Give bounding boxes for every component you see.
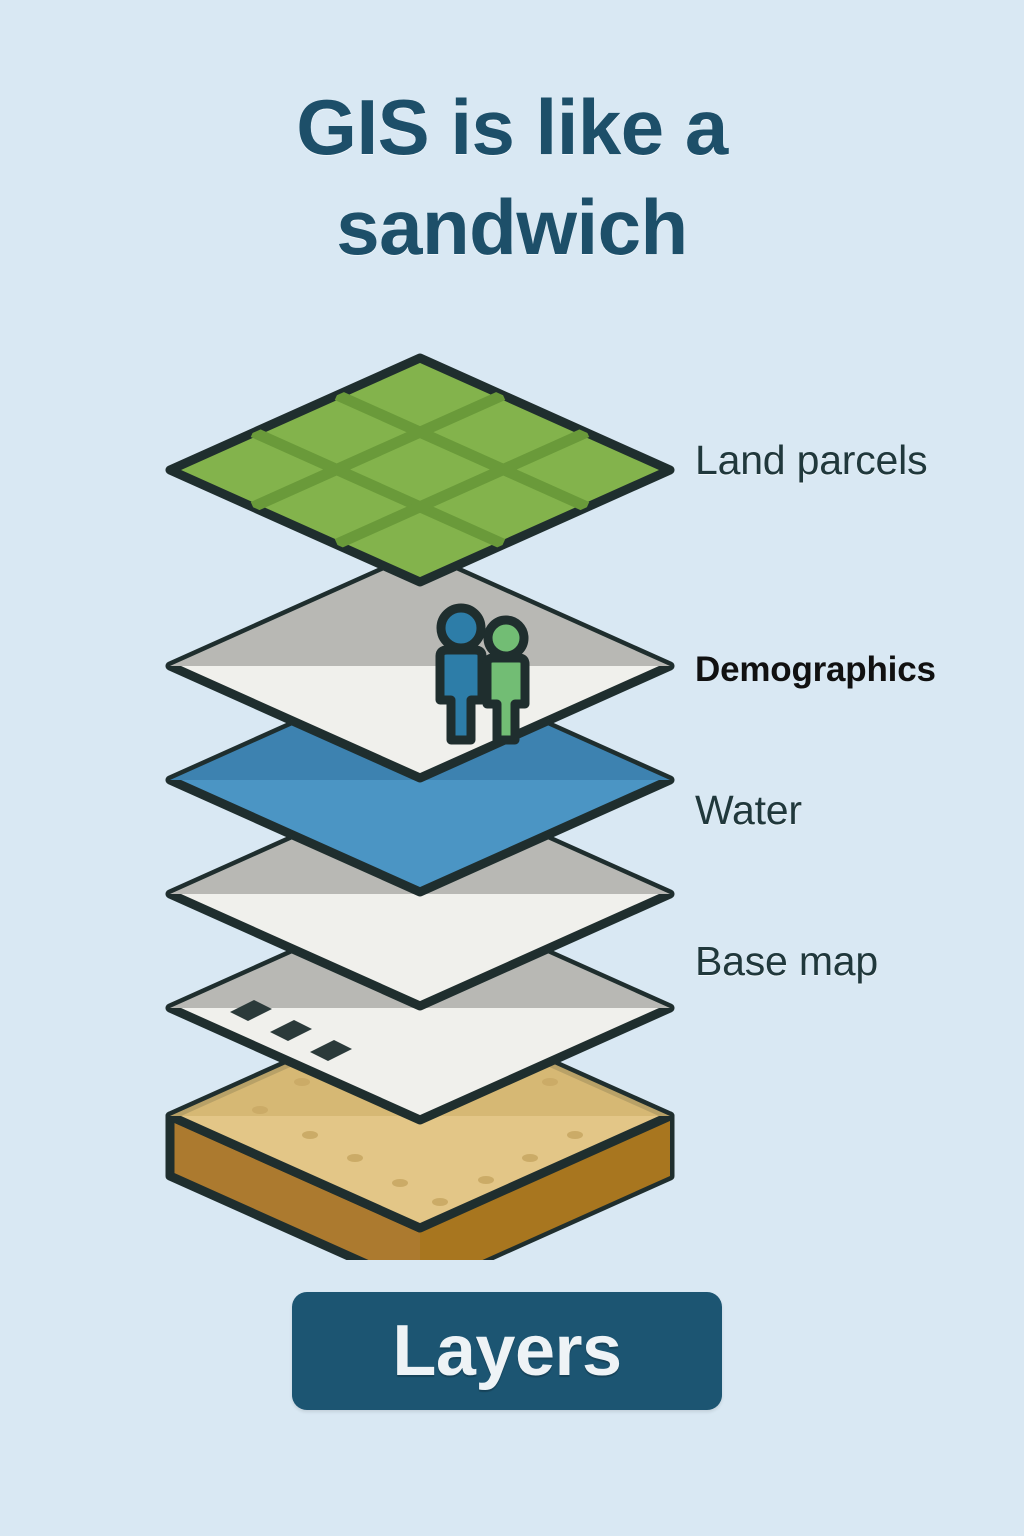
page-title: GIS is like a sandwich xyxy=(0,78,1024,278)
bread-crust-right xyxy=(420,1116,670,1260)
label-water: Water xyxy=(695,787,802,833)
demographics-shade xyxy=(170,554,670,666)
label-demographics: Demographics xyxy=(695,650,936,689)
title-line-2: sandwich xyxy=(336,182,688,271)
label-base-map: Base map xyxy=(695,938,879,984)
parcel-grid xyxy=(250,389,590,550)
land-parcels-face xyxy=(165,353,675,587)
layer-stack-diagram xyxy=(165,353,675,1260)
layers-button[interactable]: Layers xyxy=(292,1292,722,1410)
layers-button-label: Layers xyxy=(392,1311,622,1391)
road-dash-icon xyxy=(230,1000,352,1061)
title-line-1: GIS is like a xyxy=(296,83,728,171)
label-land-parcels: Land parcels xyxy=(695,437,928,483)
layer-demographics xyxy=(165,549,675,783)
person-child-icon xyxy=(482,615,530,745)
person-adult-icon xyxy=(435,603,487,745)
layer-land-parcels xyxy=(165,353,675,587)
